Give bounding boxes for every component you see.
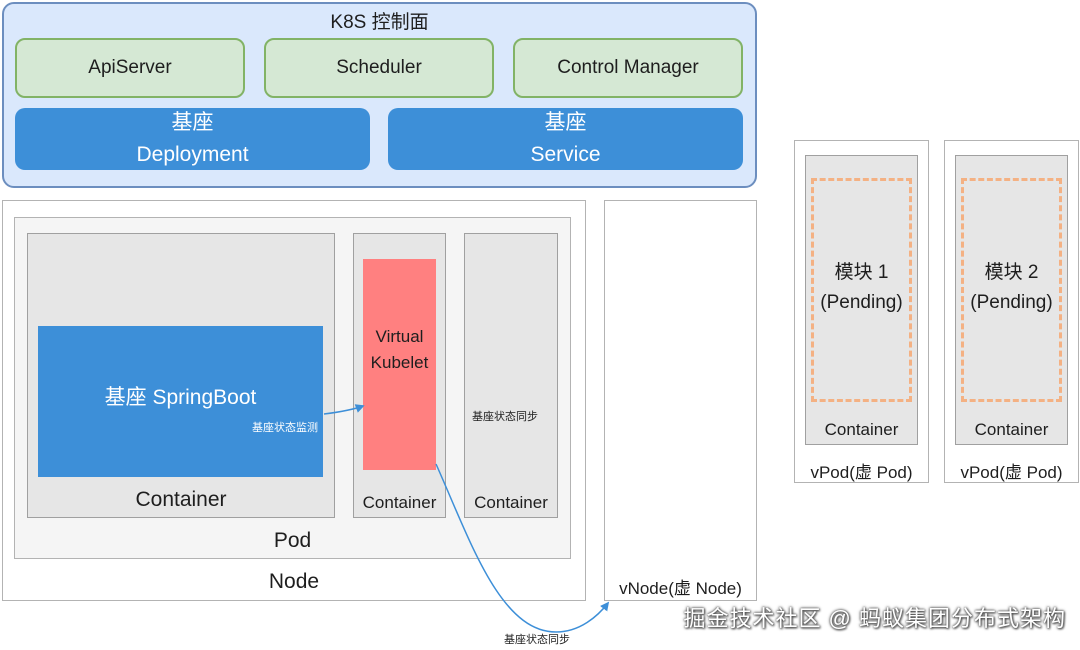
sync-container-label: Container [474, 493, 548, 512]
vk-container-label: Container [362, 493, 437, 512]
module-2-name: 模块 2 [984, 262, 1039, 283]
base-service-line1: 基座 [544, 111, 587, 134]
sync-container-text: 基座状态同步 [472, 411, 538, 423]
pod-label: Pod [273, 529, 312, 552]
vpod-2-container [955, 155, 1068, 445]
control-manager-box: Control Manager [513, 38, 743, 98]
vnode-box [604, 200, 757, 601]
monitor-label: 基座状态监测 [252, 422, 318, 434]
springboot-box: 基座 SpringBoot [38, 326, 323, 477]
module-1-name: 模块 1 [834, 262, 889, 283]
control-plane-title: K8S 控制面 [330, 11, 429, 33]
vnode-label: vNode(虚 Node) [619, 578, 742, 598]
monitor-arrow [323, 404, 365, 415]
virtual-kubelet-box: Virtual Kubelet [363, 259, 436, 470]
vk-line1: Virtual [375, 326, 424, 346]
module-1-status: (Pending) [820, 292, 903, 313]
base-service-box: 基座 Service [388, 108, 743, 170]
main-container-label: Container [135, 488, 227, 511]
watermark: 掘金技术社区 @ 蚂蚁集团分布式架构 [683, 606, 1066, 631]
vpod-2-label: vPod(虚 Pod) [960, 462, 1063, 482]
apiserver-box: ApiServer [15, 38, 245, 98]
node-label: Node [268, 570, 320, 593]
module-2-status: (Pending) [970, 292, 1053, 313]
module-1-dashed [811, 178, 912, 402]
module-2-dashed [961, 178, 1062, 402]
base-deployment-line1: 基座 [171, 111, 214, 134]
base-deployment-box: 基座 Deployment [15, 108, 370, 170]
sync-container [464, 233, 558, 518]
vpod-1-container-label: Container [824, 420, 899, 439]
vk-line2: Kubelet [370, 352, 429, 372]
sync-arrow [435, 463, 610, 633]
module-1-label: 模块 1 (Pending) [805, 258, 918, 318]
springboot-label: 基座 SpringBoot [104, 385, 257, 409]
module-2-label: 模块 2 (Pending) [955, 258, 1068, 318]
vpod-1-label: vPod(虚 Pod) [810, 462, 913, 482]
base-service-line2: Service [530, 143, 601, 166]
vpod-2-container-label: Container [974, 420, 1049, 439]
scheduler-box: Scheduler [264, 38, 494, 98]
arrow-sync-label: 基座状态同步 [504, 634, 570, 646]
base-deployment-line2: Deployment [136, 143, 249, 166]
vpod-1-container [805, 155, 918, 445]
